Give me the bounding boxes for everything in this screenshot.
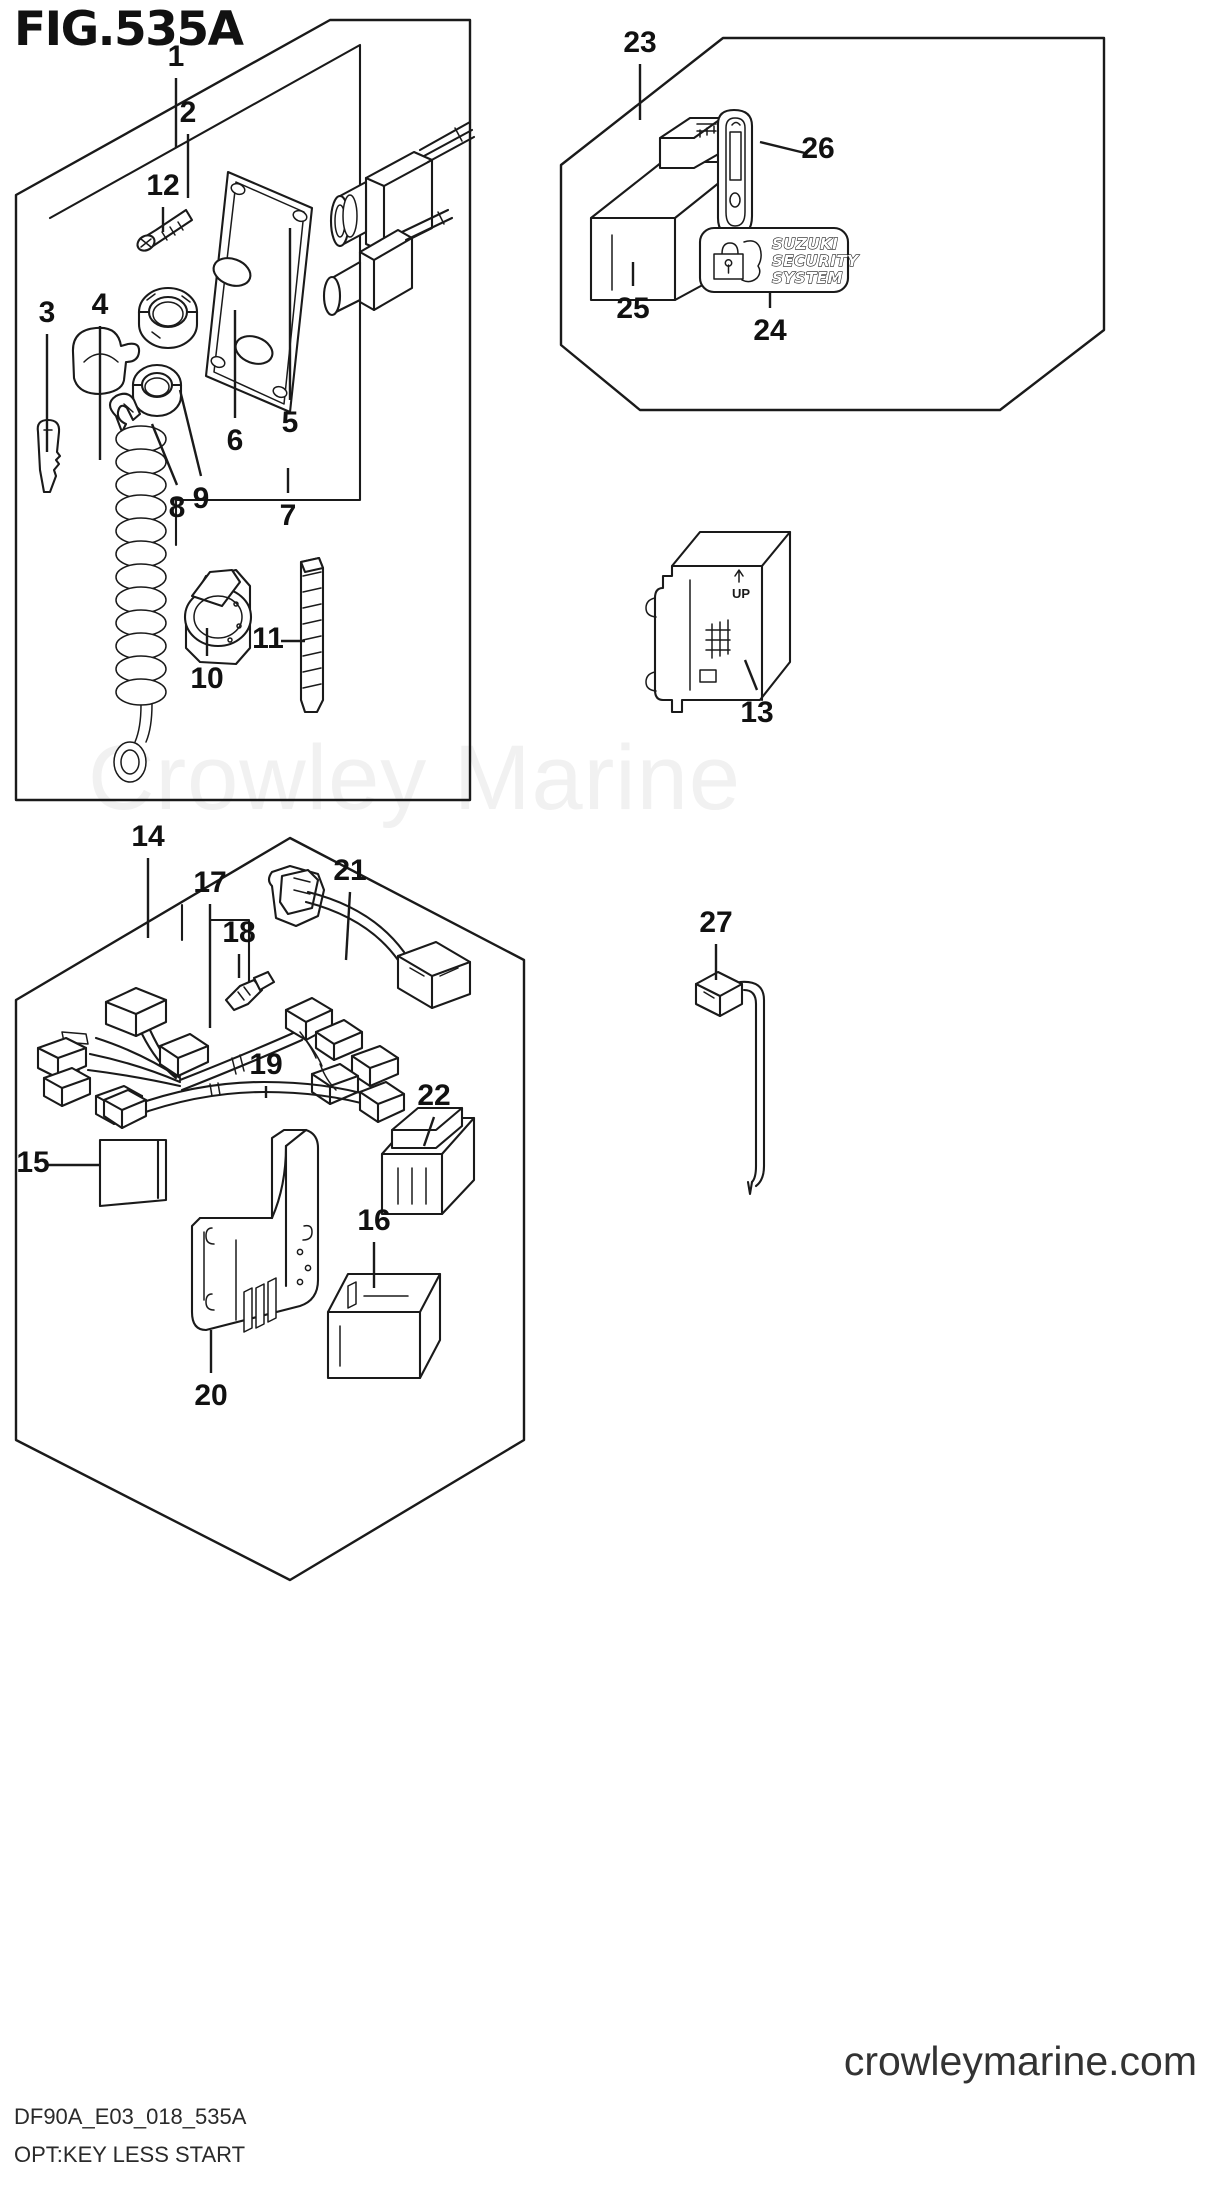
part-ring-nut-lower (131, 363, 183, 417)
callout-number-7: 7 (280, 499, 297, 532)
callout-19: 19 (249, 1048, 283, 1098)
part-bolt-18 (224, 970, 276, 1012)
callout-23: 23 (623, 26, 657, 120)
callout-number-19: 19 (249, 1048, 282, 1081)
callout-leader-8 (150, 423, 179, 486)
callout-24: 24 (753, 292, 787, 347)
callout-number-14: 14 (131, 820, 165, 853)
callout-13: 13 (740, 659, 774, 729)
part-mounting-plate (204, 170, 314, 414)
callout-leader-13 (743, 659, 759, 691)
part-stop-switch (183, 568, 253, 666)
callout-15: 15 (16, 1146, 100, 1179)
ecu-up-marker: UP (732, 586, 750, 601)
callout-12: 12 (146, 169, 180, 232)
callout-number-3: 3 (39, 296, 56, 329)
callout-number-8: 8 (169, 491, 186, 524)
callout-number-12: 12 (146, 169, 179, 202)
part-ring-nut-upper (137, 286, 199, 349)
lanyard-coil (115, 425, 167, 706)
callout-number-20: 20 (194, 1379, 227, 1412)
figure-code: DF90A_E03_018_535A (14, 2104, 247, 2129)
callout-number-2: 2 (180, 96, 197, 129)
callout-number-16: 16 (357, 1204, 390, 1237)
part-ignition-switch-lower (322, 208, 454, 317)
callout-number-24: 24 (753, 314, 787, 347)
callout-number-10: 10 (190, 662, 223, 695)
callout-1: 1 (168, 40, 185, 148)
callout-number-23: 23 (623, 26, 656, 59)
callout-20: 20 (194, 1330, 228, 1412)
callout-number-27: 27 (699, 906, 732, 939)
brand-url: crowleymarine.com (843, 2038, 1197, 2084)
bracket-item-17 (208, 918, 251, 1002)
callout-number-26: 26 (801, 132, 834, 165)
part-control-unit: UP (645, 530, 792, 714)
callout-leader-9 (178, 389, 203, 477)
callout-number-21: 21 (333, 854, 366, 887)
security-sticker-line3: SYSTEM (772, 269, 843, 287)
part-security-sticker: SUZUKI SECURITY SYSTEM (698, 226, 860, 294)
callout-number-15: 15 (16, 1146, 49, 1179)
part-cable-tie (299, 556, 325, 714)
callout-27: 27 (699, 906, 733, 980)
callout-17: 17 (193, 866, 227, 1028)
figure-caption: OPT:KEY LESS START (14, 2142, 246, 2167)
callout-number-1: 1 (168, 40, 185, 73)
callout-number-9: 9 (193, 482, 210, 515)
callout-leader-21 (344, 891, 352, 961)
callout-9: 9 (178, 389, 210, 515)
watermark-text: Crowley Marine (88, 727, 742, 829)
group-outline-lower-left (14, 836, 526, 1582)
part-relay-22 (380, 1106, 476, 1216)
part-ignition-switch-upper (329, 120, 476, 254)
callout-11: 11 (252, 622, 305, 655)
callout-4: 4 (92, 288, 109, 460)
part-wiring-harness-19 (102, 1063, 406, 1130)
callout-21: 21 (333, 854, 367, 961)
callout-number-13: 13 (740, 696, 773, 729)
callout-10: 10 (190, 628, 224, 695)
part-bracket-20 (190, 1128, 320, 1333)
security-sticker-line2: SECURITY (772, 252, 860, 270)
part-screw (136, 208, 194, 252)
figure-title: FIG.535A (14, 2, 244, 57)
callout-14: 14 (131, 820, 165, 938)
part-plate-15 (98, 1138, 168, 1208)
callout-18: 18 (222, 916, 256, 978)
group-outline-top-right (559, 36, 1106, 412)
part-coiled-lanyard (108, 392, 167, 783)
callout-7: 7 (280, 468, 297, 532)
part-connector-21 (267, 864, 472, 1010)
callout-22: 22 (417, 1079, 451, 1147)
callout-leader-22 (422, 1116, 436, 1147)
callout-5: 5 (282, 228, 299, 439)
callout-26: 26 (759, 132, 835, 165)
callout-number-25: 25 (616, 292, 649, 325)
security-sticker-line1: SUZUKI (772, 235, 838, 253)
callout-25: 25 (616, 262, 650, 325)
part-fusebox-16 (326, 1272, 442, 1380)
callout-number-4: 4 (92, 288, 109, 321)
callout-3: 3 (39, 296, 56, 452)
callout-number-22: 22 (417, 1079, 450, 1112)
callout-number-17: 17 (193, 866, 226, 899)
callout-number-11: 11 (252, 622, 284, 655)
callout-8: 8 (150, 423, 186, 524)
callout-16: 16 (357, 1204, 391, 1288)
part-antenna-27 (694, 970, 766, 1196)
callout-number-18: 18 (222, 916, 255, 949)
callout-number-6: 6 (227, 424, 244, 457)
callout-number-5: 5 (282, 406, 299, 439)
callout-leader-26 (759, 140, 806, 155)
callout-6: 6 (227, 310, 244, 457)
callout-2: 2 (180, 96, 197, 198)
